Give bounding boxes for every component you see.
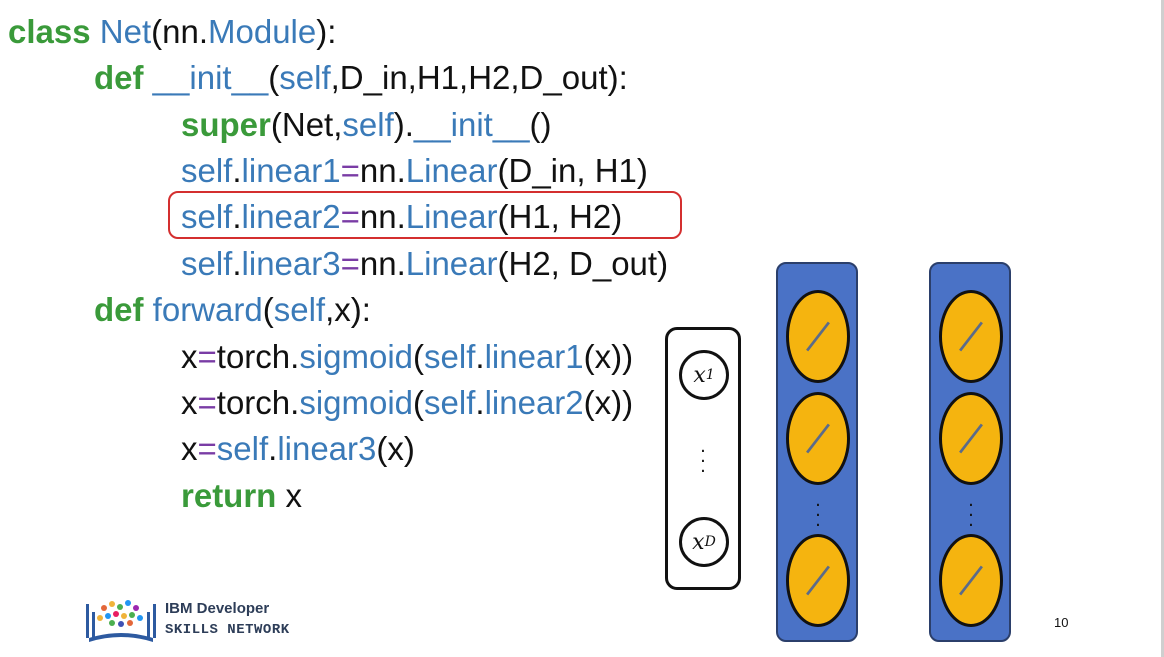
- slide-edge: [1161, 0, 1164, 657]
- neuron-node: [786, 290, 850, 383]
- neuron-node: [939, 392, 1003, 485]
- code-line-linear2: self.linear2=nn.Linear(H1, H2): [181, 198, 623, 235]
- neuron-node: [786, 392, 850, 485]
- neuron-node: [786, 534, 850, 627]
- logo-line1: IBM Developer: [165, 600, 270, 617]
- vertical-ellipsis-icon: ...: [968, 490, 974, 531]
- code-line-def-forward: def forward(self,x):: [94, 291, 371, 328]
- linear-activation-icon: [959, 565, 983, 596]
- vertical-ellipsis-icon: ...: [700, 436, 706, 477]
- linear-activation-icon: [806, 321, 830, 352]
- linear-activation-icon: [959, 321, 983, 352]
- code-line-linear1: self.linear1=nn.Linear(D_in, H1): [181, 152, 648, 189]
- vertical-ellipsis-icon: ...: [815, 490, 821, 531]
- ibm-skills-network-logo: IBM Developer SKILLS NETWORK: [82, 598, 322, 646]
- code-line-sigmoid2: x=torch.sigmoid(self.linear2(x)): [181, 384, 634, 421]
- code-line-super: super(Net,self).__init__(): [181, 106, 552, 143]
- hidden-layer-1: ...: [776, 262, 858, 642]
- neuron-node: [939, 534, 1003, 627]
- code-line-linear3-call: x=self.linear3(x): [181, 430, 415, 467]
- code-line-linear3: self.linear3=nn.Linear(H2, D_out): [181, 245, 669, 282]
- linear-activation-icon: [806, 423, 830, 454]
- hidden-layer-2: ...: [929, 262, 1011, 642]
- books-network-icon: [86, 600, 156, 642]
- logo-line2: SKILLS NETWORK: [165, 622, 290, 638]
- code-line-def-init: def __init__(self,D_in,H1,H2,D_out):: [94, 59, 628, 96]
- code-line-return: return x: [181, 477, 303, 514]
- linear-activation-icon: [806, 565, 830, 596]
- code-line-sigmoid1: x=torch.sigmoid(self.linear1(x)): [181, 338, 634, 375]
- neuron-node: [939, 290, 1003, 383]
- highlight-box-linear2: [168, 191, 682, 239]
- page-number: 10: [1054, 615, 1069, 630]
- linear-activation-icon: [959, 423, 983, 454]
- code-line-class: class Net(nn.Module):: [8, 13, 337, 50]
